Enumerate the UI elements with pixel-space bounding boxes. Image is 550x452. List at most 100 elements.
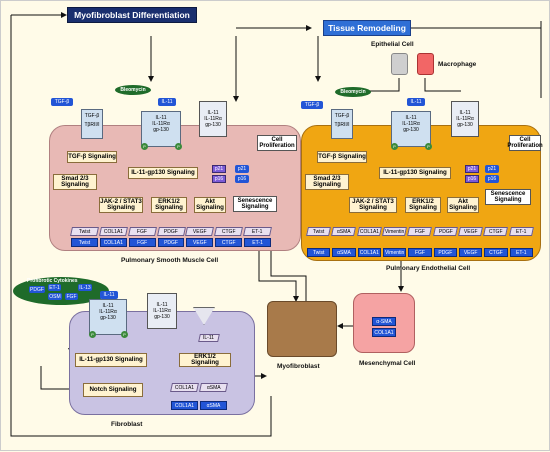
- psmc-bleomycin: Bleomycin: [115, 85, 151, 95]
- tissue-remodeling-box: Tissue Remodeling: [323, 20, 411, 36]
- pec-il11-receptor-2: IL-11 IL-11Rα gp-130: [451, 101, 479, 137]
- psmc-gp130: gp-130: [153, 127, 169, 133]
- pec-phospho-left: P: [391, 143, 398, 150]
- pec-gene-2: COL1A1: [356, 227, 382, 236]
- pec-il11-gp130-signaling: IL-11-gp130 Signaling: [379, 167, 451, 179]
- pec-il11r2-top: IL-11: [459, 110, 471, 116]
- psmc-il11r-top: IL-11: [155, 115, 167, 121]
- psmc-output-1: COL1A1: [99, 238, 127, 247]
- cytokine-fgf: FGF: [65, 293, 78, 300]
- psmc-gene-text-4: VEGF: [193, 228, 207, 235]
- psmc-output-4: VEGF: [186, 238, 214, 247]
- psmc-output-2: FGF: [128, 238, 156, 247]
- pec-gene-3: Vimentin: [382, 227, 408, 236]
- pec-gene-5: PDGF: [432, 227, 458, 236]
- fibroblast-il11-marker-text: IL-11: [203, 335, 215, 341]
- pec-output-6: VEGF: [458, 248, 483, 257]
- pec-jak-stat3-signaling: JAK-2 / STAT3 Signaling: [349, 197, 397, 213]
- macrophage-icon: [417, 53, 434, 75]
- cytokine-pdgf: PDGF: [29, 286, 45, 293]
- pec-output-4: FGF: [408, 248, 432, 257]
- epithelial-cell-label: Epithelial Cell: [371, 41, 414, 48]
- pec-gene-text-1: αSMA: [337, 228, 351, 235]
- psmc-label: Pulmonary Smooth Muscle Cell: [121, 257, 219, 264]
- psmc-tbrii: TβRII/I: [84, 122, 100, 128]
- pec-gene-text-4: FGF: [414, 228, 425, 235]
- profibrotic-cytokines-label: Profibrotic Cytokines: [27, 278, 78, 284]
- cytokine-osm: OSM: [48, 293, 62, 300]
- fibroblast-label: Fibroblast: [111, 421, 143, 428]
- fibroblast-il11r-top: IL-11: [102, 303, 114, 309]
- pec-tbrii: TβRII/I: [334, 122, 350, 128]
- pec-tgfb-ligand: TGF-β: [301, 101, 323, 109]
- psmc-gene-6: ET-1: [243, 227, 272, 236]
- myofibroblast-cell: [267, 301, 337, 357]
- psmc-tgfb-ligand: TGF-β: [51, 98, 73, 106]
- psmc-jak-stat3-signaling: JAK-2 / STAT3 Signaling: [99, 197, 143, 213]
- pec-gene-text-7: CTGF: [489, 228, 503, 235]
- mesenchymal-output-1: COL1A1: [372, 328, 396, 337]
- psmc-phospho-left: P: [141, 143, 148, 150]
- psmc-gene-5: CTGF: [214, 227, 244, 236]
- fibroblast-gene-0: COL1A1: [170, 383, 199, 392]
- fibroblast-il11ra: IL-11Rα: [99, 309, 117, 315]
- pec-gp130: gp-130: [403, 127, 419, 133]
- psmc-gene-text-0: Twist: [78, 228, 91, 235]
- psmc-il11-gp130-signaling: IL-11-gp130 Signaling: [128, 167, 198, 179]
- fibroblast-il11-receptor-2: IL-11 IL-11Rα gp-130: [147, 293, 177, 329]
- pec-gene-0: Twist: [306, 227, 332, 236]
- pec-gene-4: FGF: [407, 227, 433, 236]
- psmc-gene-text-6: ET-1: [252, 228, 263, 235]
- myofibroblast-differentiation-box: Myofibroblast Differentiation: [67, 7, 197, 23]
- pec-il11ra2: IL-11Rα: [456, 116, 474, 122]
- pec-tgfb-receptor-label: TGF-β: [334, 113, 350, 119]
- myofibroblast-label: Myofibroblast: [277, 363, 320, 370]
- psmc-il11-receptor-2: IL-11 IL-11Rα gp-130: [199, 101, 227, 137]
- pec-il11ra: IL-11Rα: [402, 121, 420, 127]
- psmc-gene-text-1: COL1A1: [103, 228, 123, 235]
- psmc-gene-3: PDGF: [156, 227, 186, 236]
- psmc-il11-receptor: IL-11 IL-11Rα gp-130: [141, 111, 181, 147]
- pec-akt-signaling: Akt Signaling: [447, 197, 479, 213]
- fibroblast-il11r2-top: IL-11: [156, 302, 168, 308]
- psmc-p21-left: p21: [212, 165, 226, 173]
- pec-gene-text-5: PDGF: [438, 228, 453, 235]
- fibroblast-gene-1: αSMA: [199, 383, 228, 392]
- psmc-output-0: Twist: [71, 238, 98, 247]
- pec-gene-7: CTGF: [483, 227, 509, 236]
- mesenchymal-label: Mesenchymal Cell: [359, 360, 416, 367]
- fibroblast-gene-text-0: COL1A1: [174, 384, 195, 391]
- pec-p16-right: p16: [485, 175, 499, 183]
- fibroblast-gene-text-1: αSMA: [206, 384, 221, 391]
- psmc-gene-0: Twist: [70, 227, 99, 236]
- psmc-tgfb-receptor: TGF-β TβRII/I: [81, 109, 103, 139]
- psmc-smad-signaling: Smad 2/3 Signaling: [53, 174, 97, 190]
- fibroblast-il11ra2: IL-11Rα: [153, 308, 171, 314]
- cytokine-et1: ET-1: [48, 284, 61, 291]
- psmc-output-6: ET-1: [244, 238, 272, 247]
- pec-gene-8: ET-1: [508, 227, 534, 236]
- fibroblast-notch-signaling: Notch Signaling: [83, 383, 143, 397]
- psmc-tgfb-receptor-label: TGF-β: [84, 113, 100, 119]
- pec-p16-left: p16: [465, 175, 479, 183]
- fibroblast-phospho-right: P: [121, 331, 128, 338]
- psmc-gene-text-2: FGF: [137, 228, 148, 235]
- fibroblast-il11-marker: IL-11: [198, 334, 220, 342]
- macrophage-label: Macrophage: [438, 61, 477, 68]
- psmc-gene-row: Twist COL1A1 FGF PDGF VEGF CTGF ET-1: [70, 227, 272, 236]
- psmc-gp130-2: gp-130: [205, 122, 221, 128]
- fibroblast-gene-row: COL1A1 αSMA: [170, 383, 228, 392]
- psmc-gene-2: FGF: [127, 227, 157, 236]
- psmc-gene-4: VEGF: [185, 227, 215, 236]
- psmc-senescence-signaling: Senescence Signaling: [233, 196, 277, 212]
- psmc-output-5: CTGF: [215, 238, 243, 247]
- pec-smad-signaling: Smad 2/3 Signaling: [305, 174, 349, 190]
- psmc-phospho-right: P: [175, 143, 182, 150]
- fibroblast-gp130: gp-130: [100, 315, 116, 321]
- pec-gene-text-8: ET-1: [516, 228, 527, 235]
- pec-il11-ligand: IL-11: [407, 98, 425, 106]
- psmc-il11r2-top: IL-11: [207, 110, 219, 116]
